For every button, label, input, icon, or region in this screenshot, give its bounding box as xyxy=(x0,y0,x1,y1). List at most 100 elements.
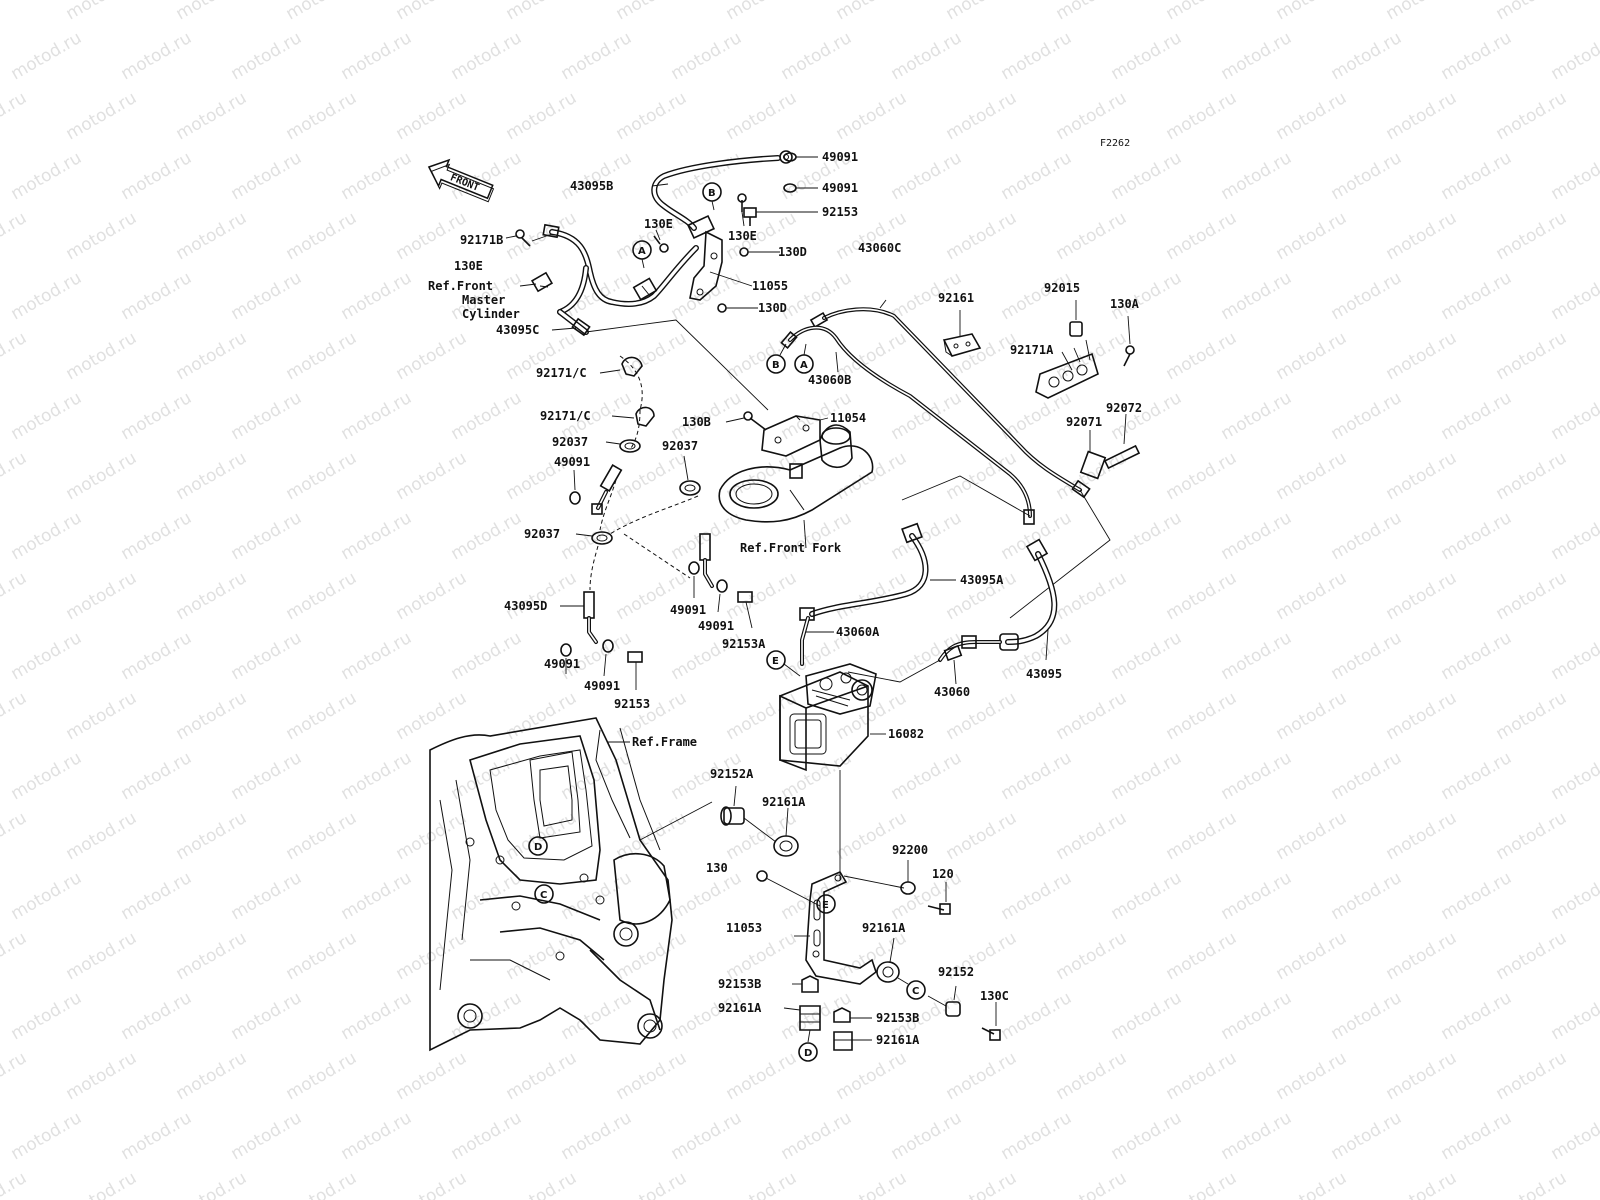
watermark-text: motod.ru xyxy=(283,328,361,384)
watermark-text: motod.ru xyxy=(668,868,746,924)
label-92161A-d: 92161A xyxy=(876,1033,920,1047)
watermark-text: motod.ru xyxy=(1163,208,1241,264)
watermark-text: motod.ru xyxy=(998,988,1076,1044)
label-92152A: 92152A xyxy=(710,767,754,781)
watermark-text: motod.ru xyxy=(668,148,746,204)
hose-43095D xyxy=(560,591,598,644)
watermark-text: motod.ru xyxy=(0,1168,30,1200)
label-130E-a: 130E xyxy=(644,217,673,231)
collar-92152A xyxy=(720,785,745,826)
svg-text:B: B xyxy=(772,360,780,371)
watermark-text: motod.ru xyxy=(503,0,581,24)
watermark-text: motod.ru xyxy=(778,508,856,564)
bracket-11054 xyxy=(761,415,829,479)
watermark-text: motod.ru xyxy=(1163,1048,1241,1104)
watermark-text: motod.ru xyxy=(1328,628,1406,684)
watermark-text: motod.ru xyxy=(613,448,691,504)
watermark-text: motod.ru xyxy=(0,88,30,144)
watermark-text: motod.ru xyxy=(1273,328,1351,384)
watermark-text: motod.ru xyxy=(338,1108,416,1164)
watermark-text: motod.ru xyxy=(283,568,361,624)
clamp-92037-c xyxy=(575,531,613,545)
label-92037-c: 92037 xyxy=(524,527,560,541)
label-92161A-c: 92161A xyxy=(718,1001,762,1015)
bolt-120 xyxy=(927,882,951,915)
watermark-text: motod.ru xyxy=(118,988,196,1044)
watermark-text: motod.ru xyxy=(63,88,141,144)
watermark-text: motod.ru xyxy=(1438,148,1516,204)
watermark-text: motod.ru xyxy=(613,928,691,984)
watermark-text: motod.ru xyxy=(943,448,1021,504)
watermark-text: motod.ru xyxy=(1053,0,1131,24)
watermark-text: motod.ru xyxy=(1163,0,1241,24)
hose-43095 xyxy=(999,538,1058,661)
hose-43095C xyxy=(530,223,699,337)
watermark-text: motod.ru xyxy=(1328,388,1406,444)
watermark-text: motod.ru xyxy=(0,448,30,504)
ref-front-fork: Ref.Front Fork xyxy=(740,541,842,555)
label-92171B: 92171B xyxy=(460,233,503,247)
watermark-text: motod.ru xyxy=(1163,1168,1241,1200)
watermark-text: motod.ru xyxy=(283,448,361,504)
watermark-text: motod.ru xyxy=(1163,928,1241,984)
watermark-text: motod.ru xyxy=(1328,748,1406,804)
circle-mark-B-mid: B xyxy=(766,343,787,374)
watermark-text: motod.ru xyxy=(1218,1108,1296,1164)
watermark-text: motod.ru xyxy=(63,568,141,624)
watermark-text: motod.ru xyxy=(998,148,1076,204)
watermark-text: motod.ru xyxy=(613,88,691,144)
watermark-text: motod.ru xyxy=(1438,388,1516,444)
watermark-text: motod.ru xyxy=(1548,628,1600,684)
label-130D-a: 130D xyxy=(778,245,807,259)
watermark-text: motod.ru xyxy=(283,0,361,24)
watermark-text: motod.ru xyxy=(998,1108,1076,1164)
watermark-text: motod.ru xyxy=(283,808,361,864)
watermark-text: motod.ru xyxy=(338,148,416,204)
label-92153-a: 92153 xyxy=(822,205,858,219)
label-49091-e: 49091 xyxy=(584,679,620,693)
watermark-text: motod.ru xyxy=(228,748,306,804)
watermark-text: motod.ru xyxy=(1383,568,1461,624)
watermark-text: motod.ru xyxy=(833,448,911,504)
label-130B: 130B xyxy=(682,415,711,429)
circle-mark-C-frame: C xyxy=(534,884,554,904)
washer-49091-c xyxy=(569,469,581,505)
watermark-text: motod.ru xyxy=(8,28,86,84)
watermark-text: motod.ru xyxy=(283,928,361,984)
bracket-11055 xyxy=(689,230,723,301)
label-16082: 16082 xyxy=(888,727,924,741)
label-92153B-a: 92153B xyxy=(718,977,761,991)
svg-text:E: E xyxy=(822,900,829,911)
watermark-text: motod.ru xyxy=(448,628,526,684)
watermark-text: motod.ru xyxy=(1218,868,1296,924)
pipe-43060C xyxy=(809,307,1091,499)
watermark-text: motod.ru xyxy=(1438,508,1516,564)
label-92200: 92200 xyxy=(892,843,928,857)
label-130D-b: 130D xyxy=(758,301,787,315)
watermark-text: motod.ru xyxy=(778,988,856,1044)
watermark-text: motod.ru xyxy=(1328,148,1406,204)
label-43095D: 43095D xyxy=(504,599,547,613)
washer-49091-f xyxy=(688,561,700,598)
watermark-text: motod.ru xyxy=(778,1108,856,1164)
watermark-text: motod.ru xyxy=(338,988,416,1044)
watermark-text: motod.ru xyxy=(1053,1048,1131,1104)
watermark-text: motod.ru xyxy=(558,148,636,204)
frame-structure xyxy=(429,717,673,1052)
watermark-text: motod.ru xyxy=(63,928,141,984)
watermark-text: motod.ru xyxy=(63,208,141,264)
watermark-text: motod.ru xyxy=(888,748,966,804)
label-11055: 11055 xyxy=(752,279,788,293)
watermark-text: motod.ru xyxy=(173,0,251,24)
watermark-text: motod.ru xyxy=(448,28,526,84)
watermark-text: motod.ru xyxy=(1493,208,1571,264)
watermark-text: motod.ru xyxy=(1548,1108,1600,1164)
watermark-text: motod.ru xyxy=(1108,988,1186,1044)
watermark-text: motod.ru xyxy=(668,1108,746,1164)
watermark-text: motod.ru xyxy=(8,388,86,444)
svg-text:D: D xyxy=(534,842,542,853)
label-49091-d: 49091 xyxy=(544,657,580,671)
watermark-text: motod.ru xyxy=(1108,868,1186,924)
hose-43095A xyxy=(799,522,956,621)
watermark-text: motod.ru xyxy=(503,1048,581,1104)
